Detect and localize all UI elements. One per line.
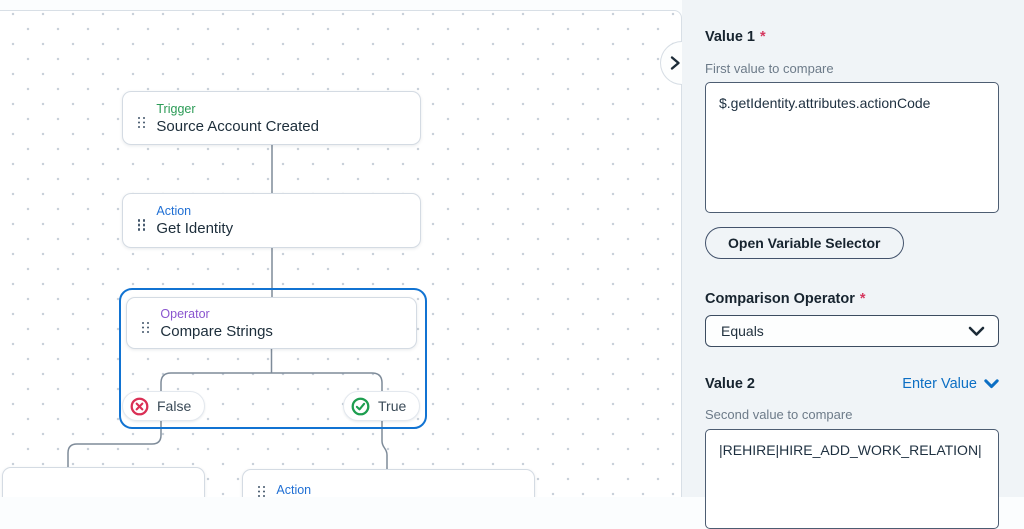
node-type-label: Action — [156, 204, 192, 218]
node-partial-bottom-left[interactable] — [2, 467, 205, 497]
selected-operator: Equals — [721, 323, 764, 339]
node-name-label: Get Identity — [156, 220, 234, 237]
comparison-operator-select[interactable]: Equals — [705, 315, 999, 347]
value2-helper: Second value to compare — [705, 407, 853, 422]
branch-true-label: True — [378, 398, 407, 414]
required-asterisk: * — [759, 29, 766, 45]
chevron-down-icon — [984, 379, 999, 389]
value1-input[interactable]: $.getIdentity.attributes.actionCode — [705, 82, 999, 213]
drag-handle-icon[interactable] — [138, 219, 141, 222]
chevron-right-icon — [670, 56, 680, 70]
value1-label: Value 1* — [705, 29, 766, 45]
node-config-panel: Value 1* First value to compare $.getIde… — [660, 0, 1024, 529]
comparison-operator-label: Comparison Operator* — [705, 291, 866, 307]
node-name-label: Compare Strings — [160, 322, 273, 340]
chevron-down-icon — [968, 326, 985, 336]
value1-helper: First value to compare — [705, 61, 834, 76]
node-action-get-identity[interactable]: Action Get Identity — [122, 193, 421, 248]
node-trigger-source-account-created[interactable]: Trigger Source Account Created — [122, 91, 421, 145]
branch-true-badge: True — [343, 391, 421, 421]
open-variable-selector-button[interactable]: Open Variable Selector — [705, 227, 904, 259]
drag-handle-icon[interactable] — [142, 321, 145, 325]
node-partial-bottom-action[interactable]: Action — [242, 469, 535, 497]
node-type-label: Operator — [160, 306, 210, 321]
branch-false-label: False — [157, 398, 192, 414]
true-check-circle-icon — [351, 397, 370, 415]
workflow-canvas[interactable]: Trigger Source Account Created Action Ge… — [0, 10, 682, 497]
node-type-label: Trigger — [156, 101, 196, 116]
selected-node-outline — [119, 288, 427, 429]
node-type-label: Action — [276, 483, 312, 497]
value2-input[interactable]: |REHIRE|HIRE_ADD_WORK_RELATION| — [705, 429, 999, 529]
node-operator-compare-strings[interactable]: Operator Compare Strings — [126, 297, 417, 349]
branch-false-badge: False — [122, 391, 206, 421]
false-x-circle-icon — [130, 397, 149, 415]
value2-label: Value 2 — [705, 376, 755, 392]
node-name-label: Source Account Created — [156, 117, 319, 135]
required-asterisk: * — [859, 291, 866, 307]
drag-handle-icon[interactable] — [138, 116, 141, 120]
value2-mode-link[interactable]: Enter Value — [902, 376, 999, 392]
drag-handle-icon[interactable] — [258, 486, 261, 489]
